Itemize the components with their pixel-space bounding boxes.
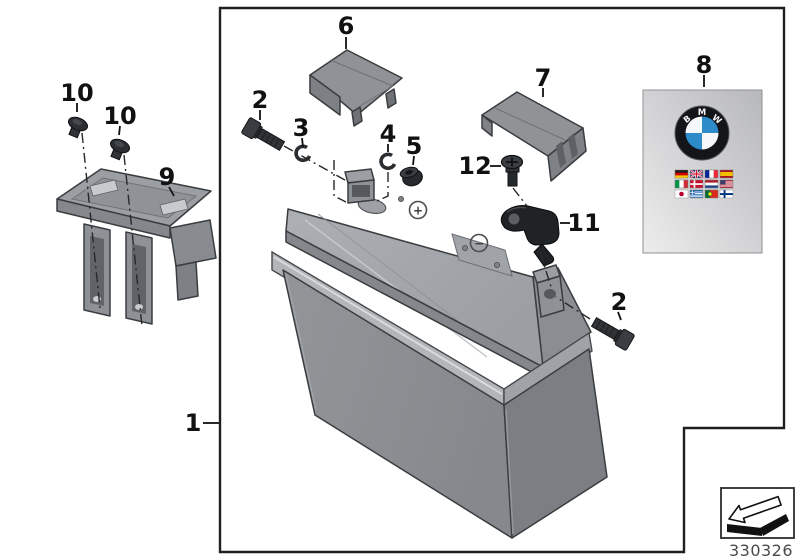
leader-screw10a: [81, 132, 101, 309]
callout-4-label[interactable]: 4: [380, 120, 397, 148]
battery-body-side: [503, 348, 608, 539]
callout-10a-label[interactable]: 10: [60, 79, 93, 107]
assembly-frame-border: [218, 6, 786, 554]
flag-spain-icon: [719, 169, 734, 179]
leader-bolt2-left: [283, 145, 353, 185]
battery-cover-front-illustration: [309, 49, 403, 127]
battery-illustration: + −: [271, 168, 608, 539]
callout-12-label[interactable]: 12: [458, 152, 491, 180]
terminal-bolt-left: [241, 117, 286, 152]
flag-italy-icon: [674, 179, 689, 189]
callout-3-label[interactable]: 3: [293, 114, 310, 142]
flag-finland-icon: [719, 189, 734, 199]
leader-cover6: [333, 160, 347, 203]
flag-france-icon: [704, 169, 719, 179]
flag-japan-icon: [674, 189, 689, 199]
callout-6-label[interactable]: 6: [338, 12, 355, 40]
terminal-clamp-11: [500, 205, 560, 267]
terminal-bolt-right: [590, 316, 635, 351]
bracket-screw-b: [109, 138, 131, 161]
leader-screw10b: [123, 154, 143, 327]
rubber-cap-5: [399, 166, 423, 187]
flag-denmark-icon: [689, 179, 704, 189]
flag-netherlands-icon: [704, 179, 719, 189]
callout-5-label[interactable]: 5: [406, 132, 423, 160]
clamp-screw-12: [500, 154, 524, 187]
svg-text:−: −: [474, 237, 484, 251]
callout-1-label[interactable]: 1: [185, 409, 202, 437]
flag-united-kingdom-icon: [689, 169, 704, 179]
leader-washer4: [376, 172, 389, 202]
language-flags: [674, 169, 734, 199]
leader-screw12: [512, 187, 528, 207]
manual-card: B M W: [642, 89, 763, 254]
callout-8-label[interactable]: 8: [696, 51, 713, 79]
battery-holder-bracket-illustration: [56, 168, 217, 325]
flag-portugal-icon: [704, 189, 719, 199]
leader-bolt2-right: [555, 296, 591, 320]
callout-10b-label[interactable]: 10: [103, 102, 136, 130]
callouts: 1 2 3 4 5 6 7 8 9 10 10 11 12 2: [60, 12, 712, 437]
bmw-logo-icon: B M W: [674, 105, 730, 161]
diagram-number: 330326: [729, 541, 793, 560]
diagram-number-stamp: 330326: [720, 487, 795, 560]
leader-clamp11: [539, 251, 553, 291]
battery-terminal-left: [344, 168, 375, 204]
callout-2-left-label[interactable]: 2: [252, 86, 269, 114]
callout-2-right-label[interactable]: 2: [611, 288, 628, 316]
washer-4: [379, 152, 397, 171]
flag-greece-icon: [689, 189, 704, 199]
callout-7-label[interactable]: 7: [535, 64, 552, 92]
flag-germany-icon: [674, 169, 689, 179]
callout-9-label[interactable]: 9: [159, 163, 176, 191]
direction-arrow-icon: [727, 495, 789, 536]
svg-text:+: +: [413, 204, 423, 218]
positive-terminal-symbol: +: [408, 200, 428, 220]
negative-terminal-symbol: −: [469, 233, 489, 253]
callout-11-label[interactable]: 11: [567, 209, 600, 237]
bmw-letter-m: M: [698, 108, 706, 118]
flag-usa-icon: [719, 179, 734, 189]
bmw-letter-b: B: [682, 114, 693, 126]
battery-cover-rear-illustration: [481, 91, 587, 182]
bracket-screw-a: [67, 116, 89, 139]
